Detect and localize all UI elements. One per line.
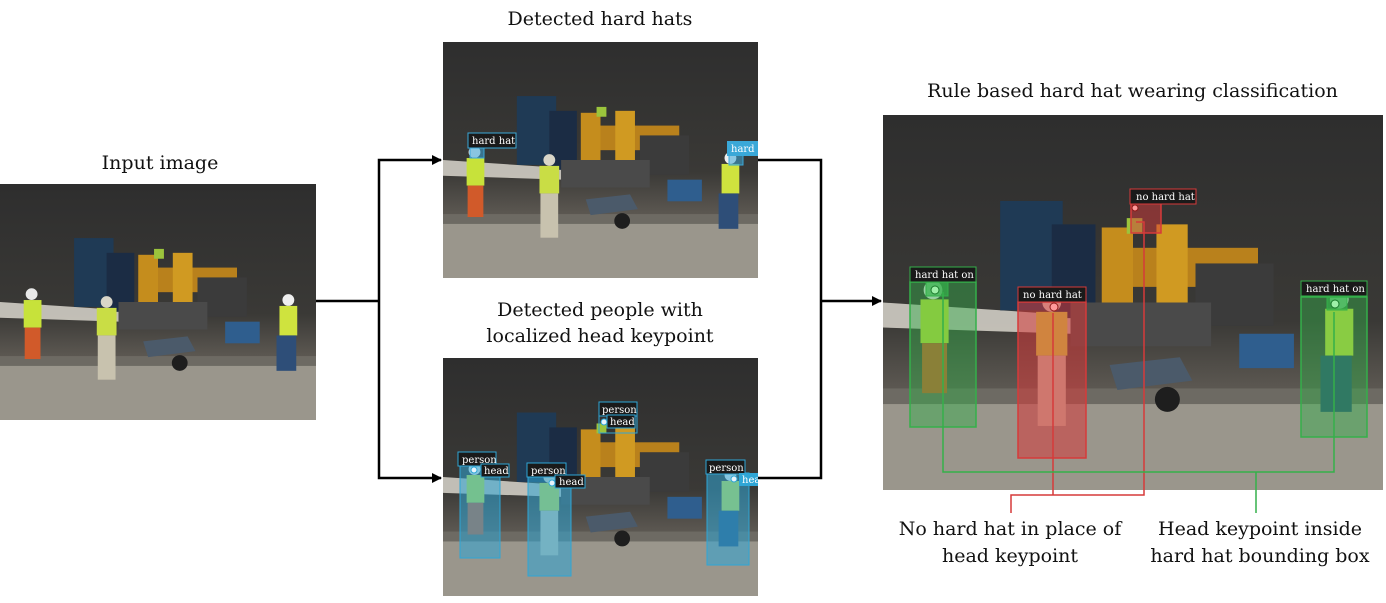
person-box-3: person head: [598, 401, 638, 434]
note-head-inside-line1: Head keypoint inside: [1158, 518, 1362, 540]
title-input-image: Input image: [101, 152, 219, 174]
split-arrows: [316, 155, 442, 483]
callout-no-hard-hat-lines: [1010, 221, 1145, 513]
title-rule-classification: Rule based hard hat wearing classificati…: [927, 80, 1338, 102]
title-detected-people-line1: Detected people with: [497, 299, 703, 321]
person-box-1: person head: [457, 451, 510, 559]
no-hard-hat-label-top: no hard hat: [1136, 192, 1195, 203]
note-no-hard-hat: No hard hat in place of head keypoint: [880, 516, 1140, 570]
head-label-4: head: [742, 475, 758, 486]
title-detected-hard-hats: Detected hard hats: [507, 8, 693, 30]
person-label-1: person: [462, 455, 497, 466]
note-no-hard-hat-line2: head keypoint: [941, 545, 1079, 567]
merge-arrows: [758, 158, 882, 480]
hard-hat-on-label-left: hard hat on: [915, 270, 974, 281]
head-label-3: head: [610, 417, 635, 428]
hard-hat-box-left: hard hat: [467, 132, 517, 159]
head-label-2: head: [559, 477, 584, 488]
person-label-3: person: [602, 405, 637, 416]
note-no-hard-hat-line1: No hard hat in place of: [898, 518, 1122, 540]
people-detection-image: person head person head person head pers…: [443, 358, 758, 596]
hard-hat-label-left: hard hat: [472, 136, 515, 147]
input-image: [0, 184, 316, 420]
callout-head-inside-lines: [942, 292, 1335, 513]
hard-hat-box-right: hard hat: [727, 141, 758, 166]
person-label-4: person: [709, 463, 744, 474]
hard-hat-label-right: hard hat: [731, 144, 758, 155]
person-label-2: person: [531, 466, 566, 477]
note-head-inside-box: Head keypoint inside hard hat bounding b…: [1140, 516, 1380, 570]
title-detected-people-line2: localized head keypoint: [486, 325, 714, 347]
no-hard-hat-box-top: no hard hat: [1129, 188, 1197, 234]
no-hard-hat-box-middle: no hard hat: [1017, 286, 1087, 459]
no-hard-hat-label-middle: no hard hat: [1023, 290, 1082, 301]
note-head-inside-line2: hard hat bounding box: [1150, 545, 1370, 567]
person-box-2: person head: [526, 462, 586, 577]
head-label-1: head: [484, 466, 509, 477]
hard-hat-on-label-right: hard hat on: [1306, 284, 1365, 295]
person-box-4: person head: [705, 459, 758, 566]
hard-hat-detection-image: hard hat hard hat: [443, 42, 758, 278]
